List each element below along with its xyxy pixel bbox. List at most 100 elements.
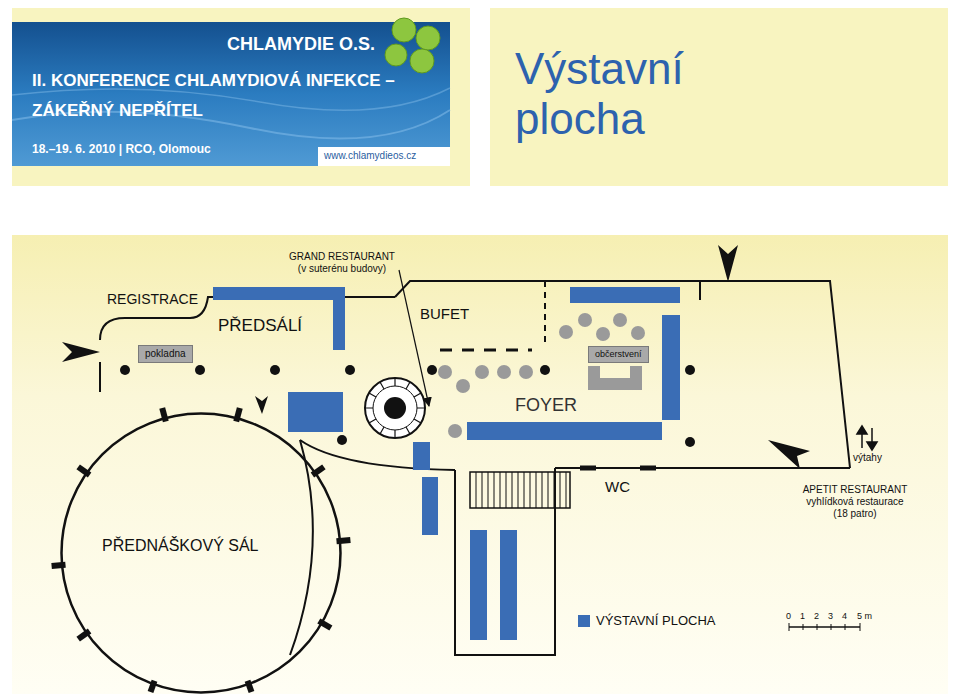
banner-strip — [318, 147, 450, 166]
table — [438, 365, 452, 379]
stair-ring — [373, 386, 417, 430]
spiral-stairs — [365, 378, 425, 438]
lift-arrow-head — [867, 442, 877, 450]
stair-outline — [365, 378, 425, 438]
text-slot: PŘEDNÁŠKOVÝ SÁL — [102, 536, 259, 555]
scale-number: 2 — [814, 611, 819, 622]
leader-line — [399, 270, 429, 406]
label-slot: 5 m — [857, 611, 872, 622]
header-panel — [12, 8, 470, 186]
table — [448, 424, 462, 438]
table — [519, 365, 533, 379]
wall-tick — [337, 540, 351, 541]
columns — [120, 365, 695, 447]
column — [195, 365, 205, 375]
lift-arrow-head — [857, 426, 867, 434]
clover-leaf — [410, 49, 434, 73]
exhibit-area — [288, 392, 343, 432]
exhibit-area — [333, 287, 345, 350]
exhibit-area — [570, 287, 680, 303]
lift-label: výtahy — [853, 452, 882, 464]
scale-ticks — [789, 623, 860, 631]
clover-logo — [385, 18, 440, 73]
label-slot: 1 — [800, 611, 805, 622]
label-slot: GRAND RESTAURANT (v suterénu budovy) — [287, 251, 397, 275]
label-slot: 0 — [786, 611, 791, 622]
scale-number: 0 — [786, 611, 791, 622]
column — [120, 365, 130, 375]
exhibition-areas — [213, 287, 680, 640]
stair-outline — [470, 472, 570, 508]
table — [578, 313, 592, 327]
banner-sea — [12, 22, 450, 166]
restaurant-note: GRAND RESTAURANT (v suterénu budovy) — [287, 251, 397, 275]
lift-symbol — [857, 426, 877, 450]
stair-steps — [476, 472, 566, 508]
title-slot: Výstavní plocha — [515, 44, 755, 144]
exhibit-area — [467, 422, 662, 440]
door-mark — [580, 466, 596, 471]
title-panel — [490, 8, 948, 186]
table — [631, 326, 645, 340]
conference-date: 18.–19. 6. 2010 | RCO, Olomouc — [32, 142, 211, 156]
doors — [580, 466, 656, 471]
scale-number: 3 — [828, 611, 833, 622]
column — [337, 435, 347, 445]
legend-text: VÝSTAVNÍ PLOCHA — [596, 613, 715, 628]
hall-label: PŘEDNÁŠKOVÝ SÁL — [102, 536, 259, 555]
legend-swatch — [578, 615, 590, 627]
exhibit-area — [470, 530, 487, 640]
wall-dashed — [440, 349, 532, 352]
exhibit-area — [500, 530, 517, 640]
clover-leaf — [416, 26, 440, 50]
entrance-arrow — [255, 396, 268, 414]
label-slot: WC — [605, 478, 630, 496]
table — [559, 325, 573, 339]
conference-banner: CHLAMYDIE O.S.II. KONFERENCE CHLAMYDIOVÁ… — [12, 22, 450, 166]
counter — [588, 366, 642, 390]
door-mark — [640, 466, 656, 471]
stair-steps — [365, 378, 425, 438]
table — [475, 365, 489, 379]
table — [456, 379, 470, 393]
wall-dashed — [544, 281, 546, 345]
wall-ticks — [52, 408, 351, 692]
label-slot: REGISTRACE — [107, 291, 198, 308]
legend-row: VÝSTAVNÍ PLOCHA — [578, 613, 715, 628]
wall — [300, 440, 455, 470]
label-slot: BUFET — [420, 305, 469, 323]
scale-number: 5 m — [857, 611, 872, 622]
scale-line — [789, 626, 860, 628]
stair-core — [384, 397, 406, 419]
area-name: BUFET — [420, 305, 469, 323]
restaurant-note: APETIT RESTAURANT vyhlídková restaurace … — [801, 484, 909, 520]
exhibit-area — [422, 477, 438, 535]
column — [685, 365, 695, 375]
label-slot: výtahy — [853, 452, 882, 464]
wall — [699, 281, 701, 300]
area-name: FOYER — [515, 395, 577, 417]
hall-wall — [62, 414, 341, 693]
label-slot: PŘEDSÁLÍ — [218, 316, 302, 336]
wall-tick — [52, 565, 66, 566]
area-name: WC — [605, 478, 630, 496]
table — [497, 365, 511, 379]
website: www.chlamydieos.cz — [324, 150, 416, 162]
exhibit-area — [413, 442, 430, 470]
entrance-arrow — [768, 440, 810, 469]
column — [427, 365, 437, 375]
label-slot: 3 — [828, 611, 833, 622]
entrance-arrows — [62, 245, 810, 469]
text-slot: CHLAMYDIE O.S. — [227, 34, 375, 56]
entrance-arrow — [718, 245, 738, 282]
table — [613, 313, 627, 327]
lecture-hall: PŘEDNÁŠKOVÝ SÁL — [60, 412, 342, 694]
table — [596, 327, 610, 341]
scale-number: 4 — [842, 611, 847, 622]
column — [540, 365, 550, 375]
scale-number: 1 — [800, 611, 805, 622]
box-label: občerstvení — [595, 349, 642, 360]
refreshment-box: občerstvení — [588, 346, 649, 363]
